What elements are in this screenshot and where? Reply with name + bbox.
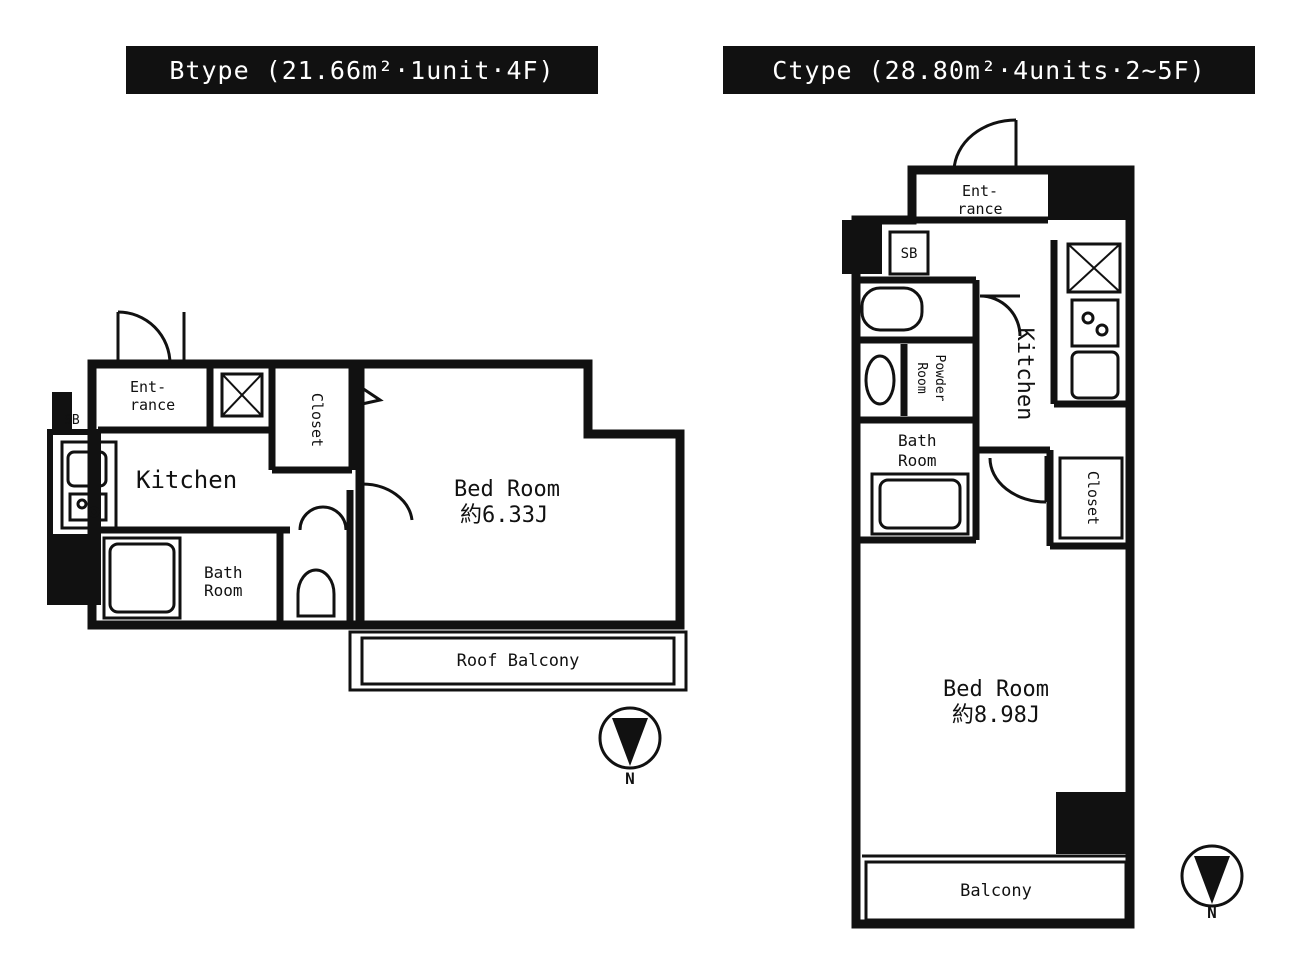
plan-b-sb-label: SB: [64, 413, 80, 428]
plan-c-entrance-label: Ent-: [962, 182, 998, 200]
plan-b-shoe-box: [220, 372, 264, 418]
plan-c-bedroom-door: [988, 456, 1048, 504]
plan-c-bedroom-size: 約8.98J: [952, 703, 1040, 728]
plan-c-balcony: [864, 860, 1128, 922]
plan-b-wall-block: [52, 392, 72, 432]
plan-b-bath-label: Bath: [204, 563, 243, 582]
plan-c-entrance-door: [952, 118, 1018, 171]
plan-c-bath-label: Room: [898, 451, 937, 470]
plan-c-shoe-box: [1066, 242, 1122, 294]
plan-b-closet-label: Closet: [308, 393, 326, 447]
plan-c-title: Ctype (28.80m²·4units·2~5F): [723, 46, 1255, 94]
plan-b-bedroom-size: 約6.33J: [460, 503, 548, 528]
plan-c-wall-block: [842, 220, 882, 274]
plan-b-title: Btype (21.66m²·1unit·4F): [126, 46, 598, 94]
plan-c-powder-label: Powder: [932, 355, 947, 402]
plan-c: Ent- rance SB Kitchen Powder Room Bath R…: [842, 118, 1244, 929]
plan-b-entrance-label: Ent-: [130, 378, 166, 396]
plan-c-wall-block: [1048, 172, 1128, 220]
plan-c-kitchen-label: Kitchen: [1012, 328, 1037, 421]
plan-b-roof-balcony: [348, 630, 688, 692]
plan-c-kitchen-counter: [1070, 298, 1120, 400]
plan-c-powder-label: Room: [914, 362, 929, 393]
plan-c-entrance-label: rance: [957, 200, 1002, 218]
plan-b-entrance-label: rance: [130, 396, 175, 414]
plan-c-sink: [864, 354, 896, 406]
plan-c-bedroom-label: Bed Room: [943, 677, 1049, 702]
plan-b-north-label: N: [625, 769, 635, 788]
plan-b-entrance-door: [116, 310, 186, 365]
plan-c-toilet: [860, 286, 1022, 337]
plan-b-kitchen-label: Kitchen: [136, 466, 237, 494]
plan-b-balcony-label: Roof Balcony: [457, 651, 580, 671]
plan-c-wall-block: [1056, 792, 1130, 854]
plan-c-interior-walls: [856, 216, 1130, 550]
plan-c-balcony-label: Balcony: [960, 881, 1032, 901]
plan-b-bedroom-door: [360, 482, 414, 521]
plan-c-bath-label: Bath: [898, 431, 937, 450]
plan-c-bathtub: [870, 472, 970, 536]
plan-b-wall-block: [52, 534, 92, 602]
plan-b-bedroom-label: Bed Room: [454, 477, 560, 502]
plan-c-sb-label: SB: [901, 246, 918, 262]
plan-b-north-arrow-icon: [598, 706, 662, 770]
plan-b-toilet: [296, 505, 348, 618]
plan-b-kitchen-counter: [60, 440, 118, 530]
plan-c-north-arrow-icon: [1180, 844, 1244, 908]
plan-c-closet-label: Closet: [1084, 471, 1102, 525]
plan-c-north-label: N: [1207, 903, 1217, 922]
plan-b-bathtub: [102, 536, 182, 620]
plan-b: Ent- rance SB Closet Kitchen Bed Room 約6…: [47, 310, 688, 788]
plan-b-bath-label: Room: [204, 581, 243, 600]
plan-b-interior-walls: [98, 368, 356, 625]
